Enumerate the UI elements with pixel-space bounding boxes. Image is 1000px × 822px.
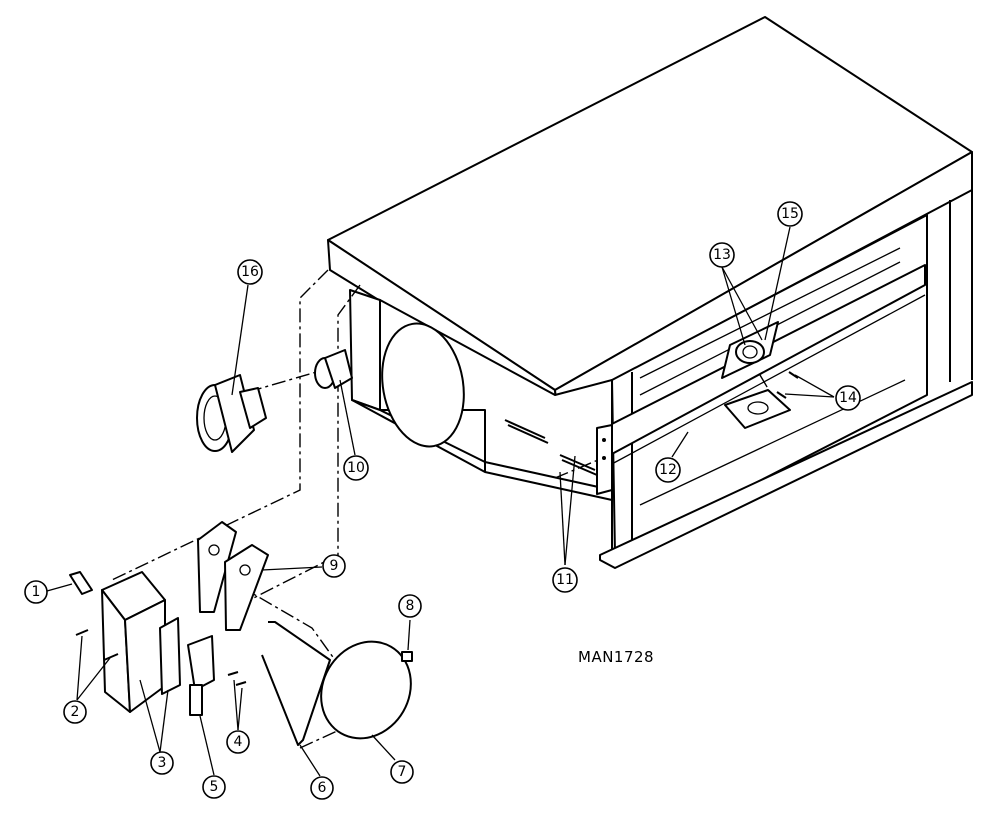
svg-text:2: 2: [71, 704, 80, 720]
callout-13: 13: [709, 242, 735, 268]
callout-4: 4: [226, 730, 250, 754]
callout-6: 6: [310, 776, 334, 800]
svg-text:16: 16: [241, 264, 259, 280]
svg-text:15: 15: [781, 206, 799, 222]
small-parts: [69, 521, 413, 746]
callout-11: 11: [552, 567, 578, 593]
callout-16: 16: [237, 259, 263, 285]
svg-text:10: 10: [347, 460, 365, 476]
cabinet-housing: [327, 16, 973, 569]
svg-text:1: 1: [32, 584, 41, 600]
svg-text:4: 4: [234, 734, 243, 750]
callout-10: 10: [343, 455, 369, 481]
svg-text:3: 3: [158, 755, 167, 771]
callout-12: 12: [655, 457, 681, 483]
svg-text:14: 14: [839, 390, 857, 406]
callout-15: 15: [777, 201, 803, 227]
svg-text:11: 11: [556, 572, 574, 588]
svg-text:13: 13: [713, 247, 731, 263]
connector-plug: [196, 374, 267, 453]
callout-9: 9: [322, 554, 346, 578]
callout-3: 3: [150, 751, 174, 775]
leader-lines: [46, 226, 835, 777]
drawing-reference: MAN1728: [578, 648, 654, 666]
callout-2: 2: [63, 700, 87, 724]
svg-text:8: 8: [406, 598, 415, 614]
svg-text:6: 6: [318, 780, 327, 796]
pipe-fitting: [314, 349, 353, 389]
svg-text:12: 12: [659, 462, 677, 478]
svg-text:9: 9: [330, 558, 339, 574]
callout-5: 5: [202, 775, 226, 799]
svg-text:5: 5: [210, 779, 219, 795]
callout-8: 8: [398, 594, 422, 618]
callout-14: 14: [835, 385, 861, 411]
svg-text:7: 7: [398, 764, 407, 780]
callout-1: 1: [24, 580, 48, 604]
callout-7: 7: [390, 760, 414, 784]
